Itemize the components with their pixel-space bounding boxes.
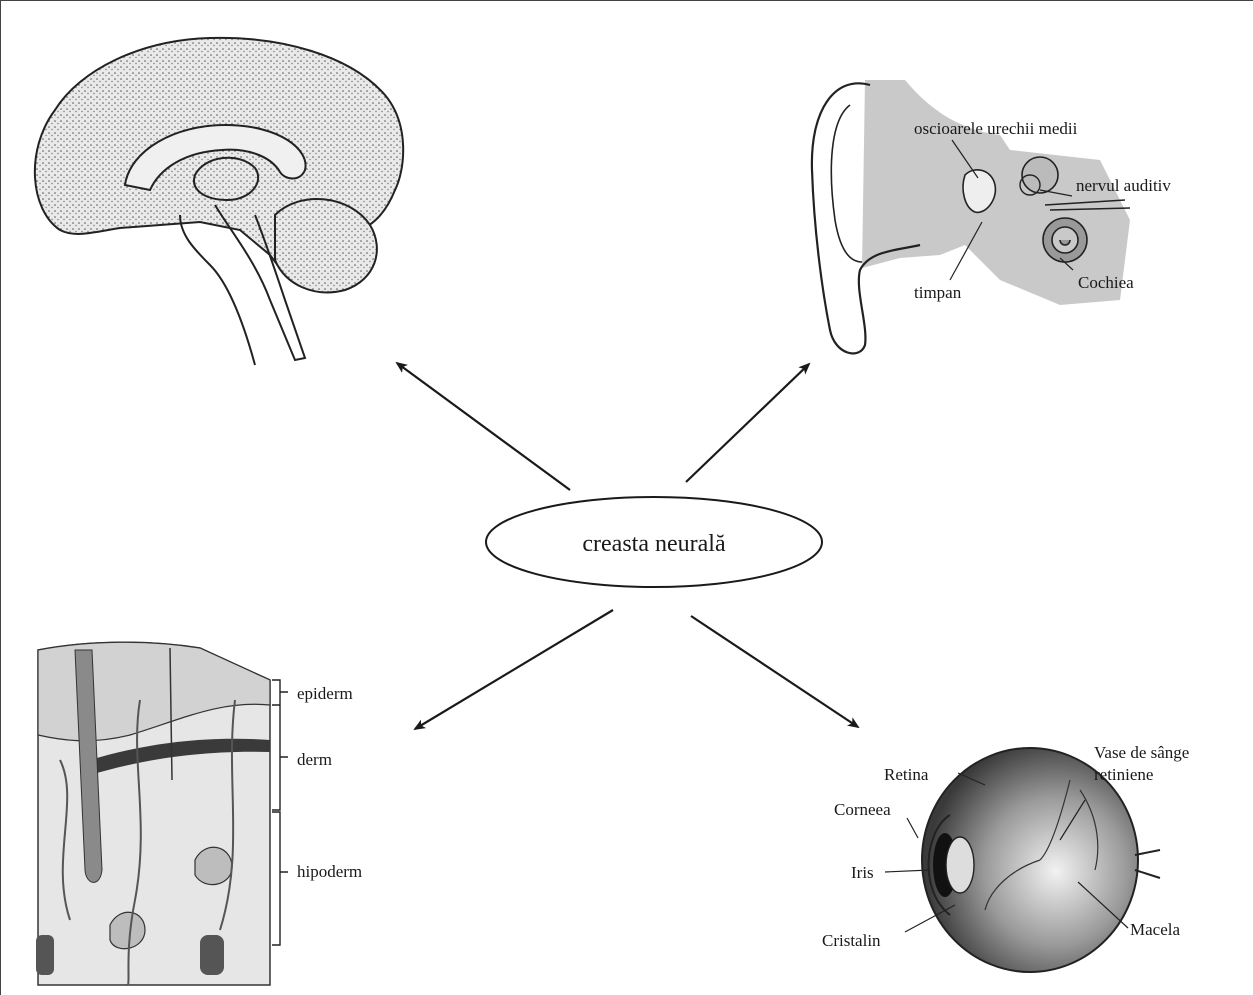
label-dermis: derm xyxy=(297,750,332,769)
label-cornea: Corneea xyxy=(834,800,891,819)
label-macula: Macela xyxy=(1130,920,1180,939)
skin-labels: epiderm derm hipoderm xyxy=(297,684,362,881)
brainstem-front xyxy=(180,215,255,365)
label-iris: Iris xyxy=(851,863,874,882)
label-lens: Cristalin xyxy=(822,931,881,950)
cochlea-spiral xyxy=(1043,218,1087,262)
neural-crest-node: creasta neurală xyxy=(486,497,822,587)
label-ossicles: oscioarele urechii medii xyxy=(914,119,1078,138)
skin-tube-1 xyxy=(200,935,224,975)
center-label: creasta neurală xyxy=(582,531,726,557)
label-epidermis: epiderm xyxy=(297,684,353,703)
skin-tube-2 xyxy=(36,935,54,975)
arrow-to-eye xyxy=(691,616,858,727)
label-vessels-line2: retiniene xyxy=(1094,765,1153,784)
outer-ear-inner-fold xyxy=(831,105,862,262)
label-auditory-nerve: nervul auditiv xyxy=(1076,176,1171,195)
arrow-to-brain xyxy=(397,363,570,490)
lens xyxy=(946,837,974,893)
layer-bracket xyxy=(272,680,288,945)
brain-illustration xyxy=(35,38,403,365)
skin-illustration xyxy=(36,642,288,985)
label-cochlea: Cochiea xyxy=(1078,273,1134,292)
label-hypodermis: hipoderm xyxy=(297,862,362,881)
label-vessels-line1: Vase de sânge xyxy=(1094,743,1189,762)
label-retina: Retina xyxy=(884,765,929,784)
label-eardrum: timpan xyxy=(914,283,962,302)
thalamus xyxy=(194,158,258,200)
arrow-to-skin xyxy=(415,610,613,729)
arrow-to-ear xyxy=(686,364,809,482)
